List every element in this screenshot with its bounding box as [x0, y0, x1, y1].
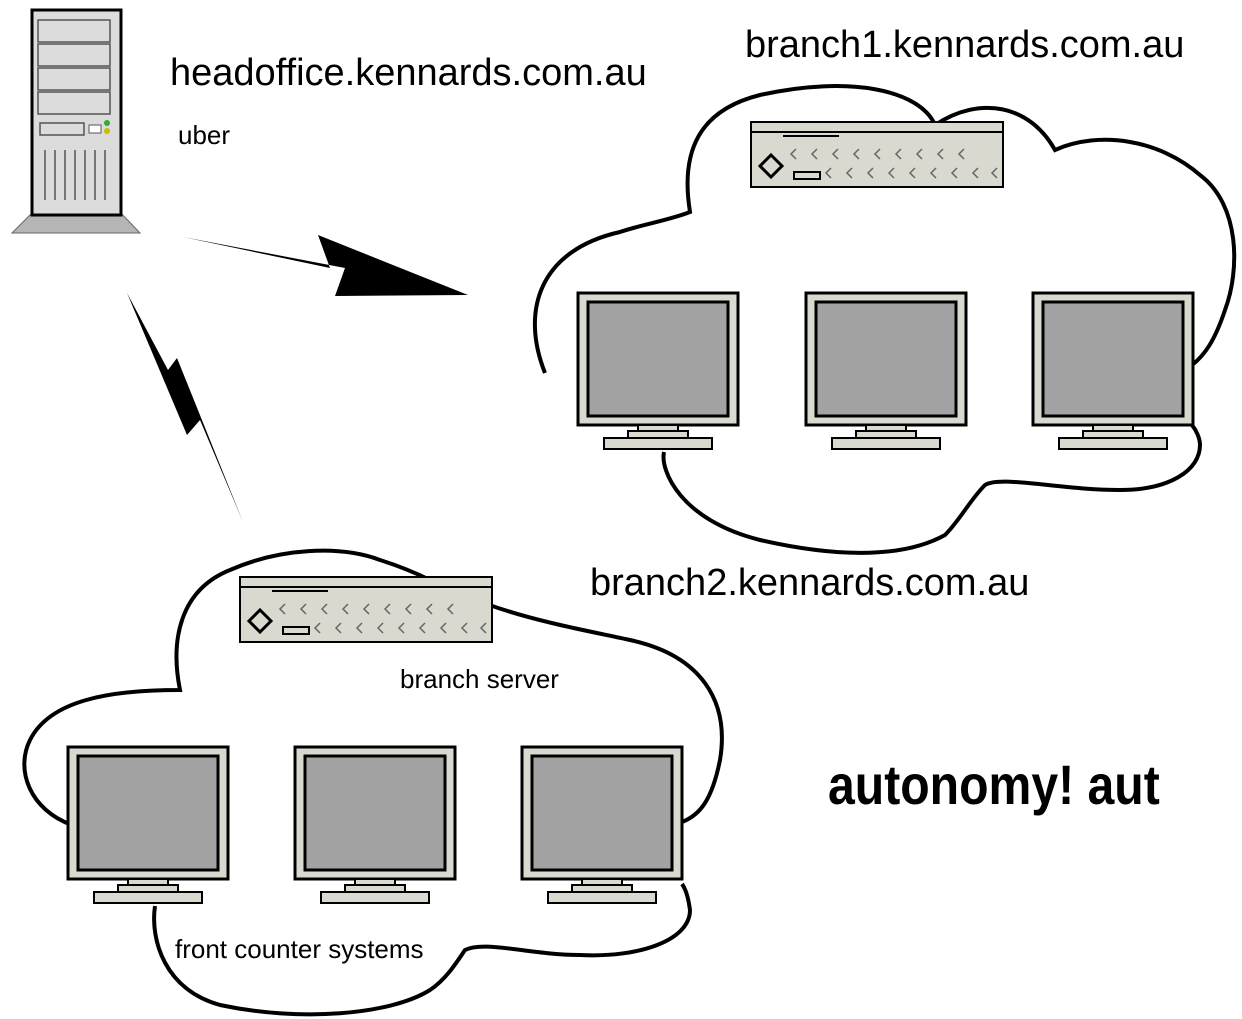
branch2-cloud-icon — [22, 548, 724, 827]
tower-server-icon — [10, 8, 142, 234]
branch1-monitor-1-icon — [576, 291, 740, 451]
branch1-label: branch1.kennards.com.au — [745, 24, 1185, 66]
wan-link-branch1-icon — [183, 235, 468, 296]
branch2-cloud-bottom — [152, 882, 693, 1017]
branch1-monitor-2-icon — [804, 291, 968, 451]
branch1-rack-server-icon — [749, 120, 1005, 189]
branch2-monitor-2-icon — [293, 745, 457, 905]
branch1-monitor-3-icon — [1031, 291, 1195, 451]
branch1-cloud-bottom — [661, 423, 1203, 555]
wan-link-branch2-icon — [127, 293, 243, 522]
branch-server-label: branch server — [400, 664, 559, 694]
branch2-rack-server-icon — [238, 575, 494, 644]
headoffice-label: headoffice.kennards.com.au — [170, 52, 647, 94]
slogan-text: autonomy! aut — [828, 753, 1160, 816]
branch2-label: branch2.kennards.com.au — [590, 562, 1030, 604]
branch1-cloud-icon — [532, 84, 1237, 374]
branch2-monitor-3-icon — [520, 745, 684, 905]
front-counter-label: front counter systems — [175, 934, 424, 964]
headoffice-server-label: uber — [178, 120, 231, 150]
branch2-monitor-1-icon — [66, 745, 230, 905]
